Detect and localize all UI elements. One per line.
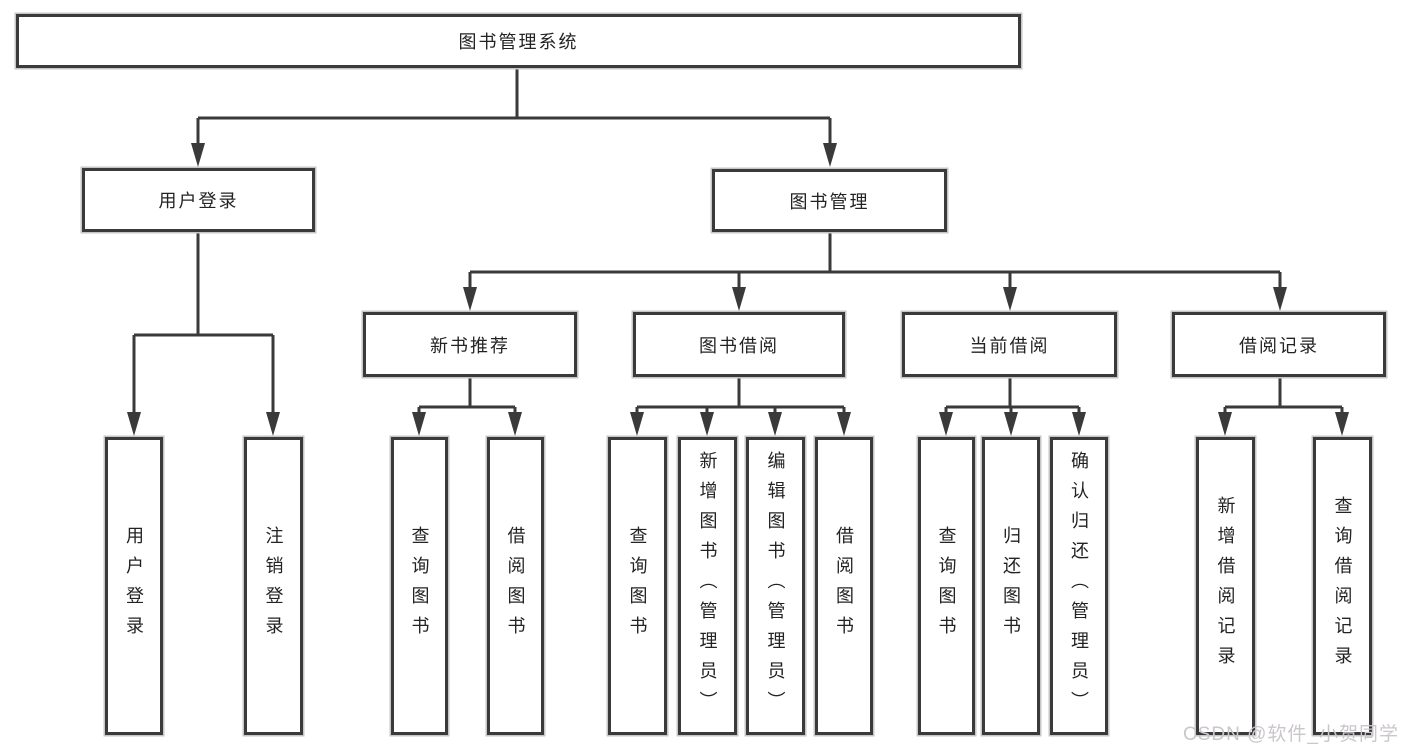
leaf-newbook-borrow-books: 借阅图书 — [487, 437, 544, 735]
node-library-system: 图书管理系统 — [16, 14, 1021, 68]
connector-current-borrow-to-leaves — [939, 377, 1086, 436]
node-borrow-records: 借阅记录 — [1172, 312, 1386, 377]
leaf-newbook-borrow-books-label: 借阅图书 — [505, 526, 526, 646]
connector-book-borrow-to-leaves — [630, 377, 851, 436]
node-new-book-recommend-label: 新书推荐 — [430, 335, 510, 356]
node-user-login: 用户登录 — [82, 168, 315, 232]
node-book-borrow-label: 图书借阅 — [699, 335, 779, 356]
leaf-newbook-query-books-label: 查询图书 — [409, 526, 430, 646]
leaf-logout: 注销登录 — [244, 437, 303, 735]
leaf-current-confirm-return-admin-label: 确认归还（管理员） — [1069, 451, 1089, 721]
connector-new-book-to-leaves — [412, 377, 522, 436]
leaf-current-confirm-return-admin: 确认归还（管理员） — [1050, 437, 1108, 735]
leaf-borrow-add-books-admin: 新增图书（管理员） — [678, 437, 737, 735]
node-library-system-label: 图书管理系统 — [458, 32, 579, 52]
leaf-newbook-query-books: 查询图书 — [391, 437, 448, 735]
leaf-logout-label: 注销登录 — [263, 526, 284, 646]
leaf-borrow-borrow-books-label: 借阅图书 — [834, 526, 854, 646]
leaf-records-add-borrow-record-label: 新增借阅记录 — [1215, 496, 1236, 676]
node-current-borrow-label: 当前借阅 — [969, 335, 1050, 356]
node-borrow-records-label: 借阅记录 — [1239, 335, 1319, 356]
leaf-current-return-books: 归还图书 — [982, 437, 1040, 735]
leaf-user-login-label: 用户登录 — [124, 526, 144, 646]
connector-user-login-to-leaves — [127, 232, 280, 436]
leaf-borrow-edit-books-admin: 编辑图书（管理员） — [746, 437, 805, 735]
leaf-borrow-borrow-books: 借阅图书 — [815, 437, 873, 735]
leaf-borrow-edit-books-admin-label: 编辑图书（管理员） — [765, 451, 786, 721]
leaf-user-login: 用户登录 — [105, 437, 163, 735]
node-book-borrow: 图书借阅 — [633, 312, 845, 377]
leaf-records-query-borrow-record: 查询借阅记录 — [1313, 437, 1372, 735]
node-new-book-recommend: 新书推荐 — [363, 312, 577, 377]
leaf-current-return-books-label: 归还图书 — [1001, 526, 1021, 646]
leaf-records-query-borrow-record-label: 查询借阅记录 — [1332, 496, 1353, 676]
leaf-current-query-books: 查询图书 — [918, 437, 975, 735]
connector-root-to-level2 — [191, 68, 837, 167]
node-current-borrow: 当前借阅 — [902, 312, 1117, 377]
node-book-management-label: 图书管理 — [789, 191, 870, 212]
connector-book-management-to-level3 — [463, 232, 1287, 311]
connector-borrow-records-to-leaves — [1218, 377, 1349, 436]
leaf-borrow-add-books-admin-label: 新增图书（管理员） — [697, 451, 718, 721]
leaf-borrow-query-books-label: 查询图书 — [627, 526, 648, 646]
leaf-records-add-borrow-record: 新增借阅记录 — [1196, 437, 1255, 735]
node-user-login-label: 用户登录 — [158, 191, 239, 211]
leaf-borrow-query-books: 查询图书 — [608, 437, 667, 735]
leaf-current-query-books-label: 查询图书 — [936, 526, 957, 646]
node-book-management: 图书管理 — [712, 169, 947, 232]
